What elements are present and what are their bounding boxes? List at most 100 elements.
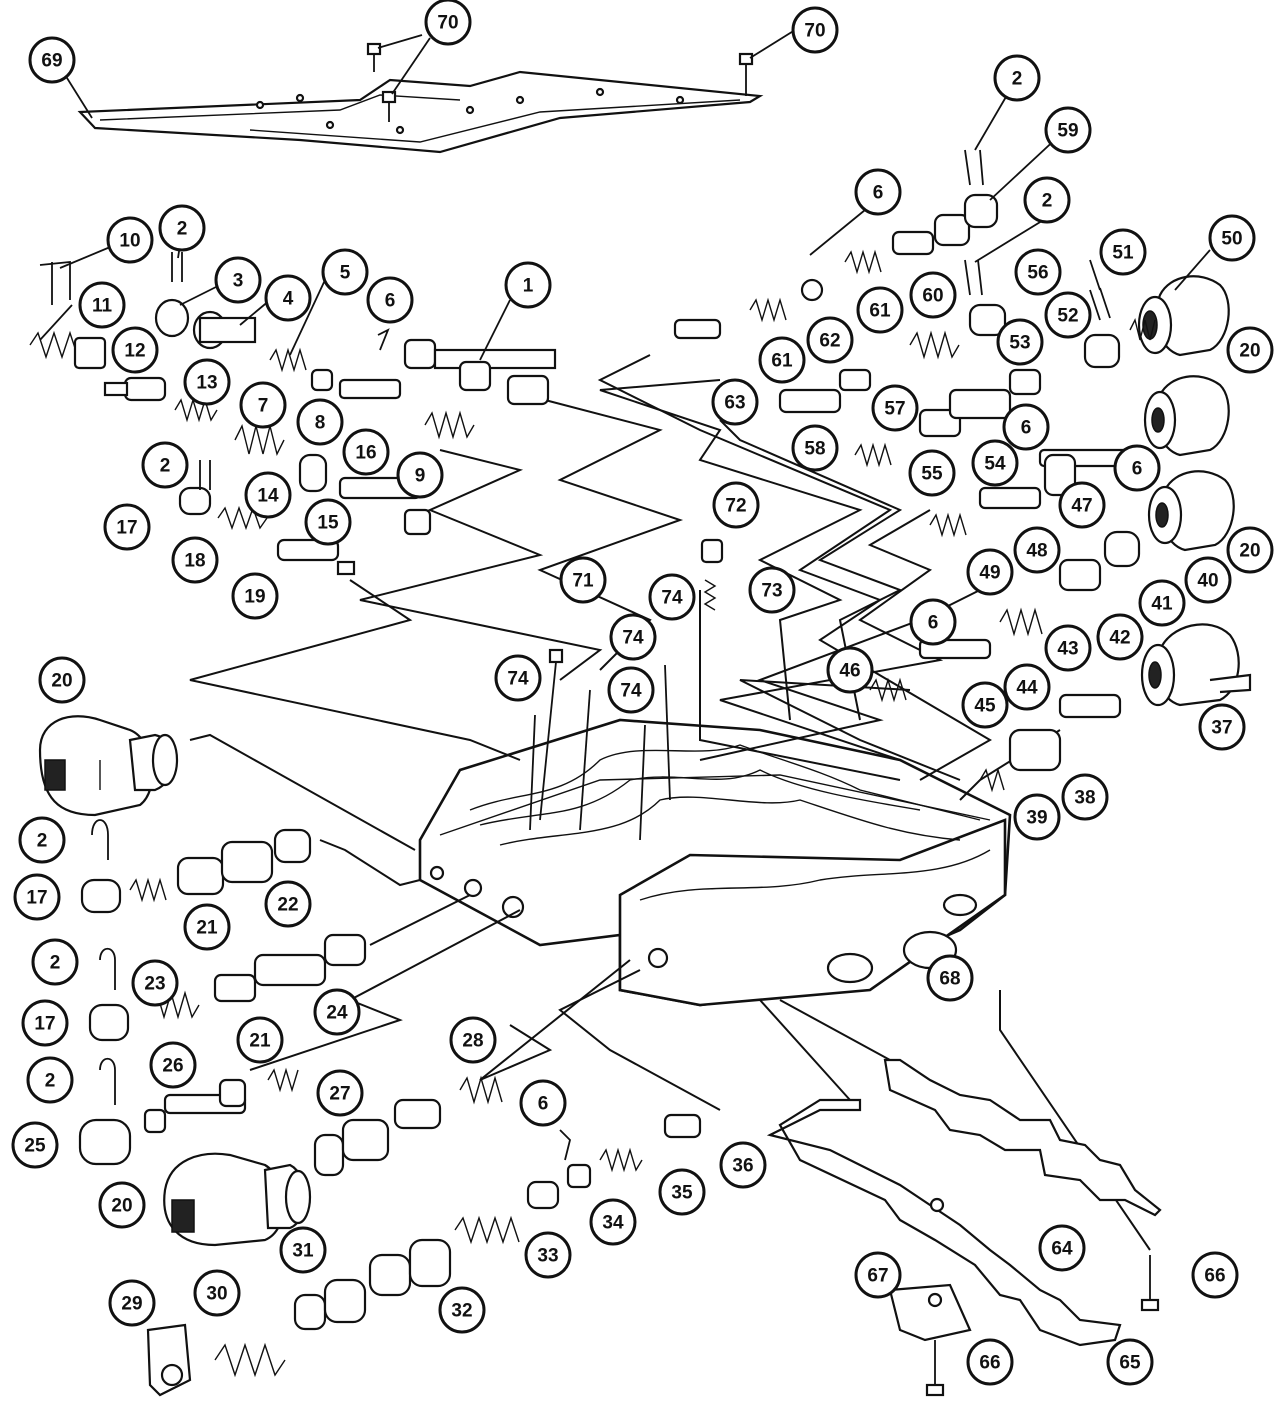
callout-number: 18 xyxy=(184,551,205,572)
callout-26: 26 xyxy=(149,1041,197,1089)
valve-spool xyxy=(566,1113,702,1189)
callout-circle xyxy=(1013,793,1061,841)
callout-37: 37 xyxy=(1198,703,1246,751)
callout-number: 72 xyxy=(725,496,746,517)
callout-number: 52 xyxy=(1057,306,1078,327)
callout-56: 56 xyxy=(1014,248,1062,296)
callout-48: 48 xyxy=(1013,526,1061,574)
callout-number: 66 xyxy=(979,1353,1000,1374)
callout-number: 45 xyxy=(974,696,996,717)
clip xyxy=(99,947,116,990)
spring xyxy=(909,330,960,360)
callout-number: 20 xyxy=(51,671,72,692)
callout-circle xyxy=(13,873,61,921)
callout-1: 1 xyxy=(504,261,552,309)
callout-17: 17 xyxy=(13,873,61,921)
callout-circle xyxy=(321,248,369,296)
callout-number: 74 xyxy=(622,628,644,649)
callout-30: 30 xyxy=(193,1269,241,1317)
callout-13: 13 xyxy=(183,358,231,406)
plug xyxy=(968,303,1007,337)
callout-52: 52 xyxy=(1044,291,1092,339)
callout-circle xyxy=(993,54,1041,102)
valve-spool xyxy=(918,368,1042,438)
plug xyxy=(1083,333,1121,369)
callout-67: 67 xyxy=(854,1251,902,1299)
callout-47: 47 xyxy=(1058,481,1106,529)
callout-number: 31 xyxy=(292,1241,314,1262)
valve-spool xyxy=(310,368,402,400)
valve-spool xyxy=(313,1098,442,1177)
spring xyxy=(854,442,892,468)
callout-circle xyxy=(791,6,839,54)
callout-number: 58 xyxy=(804,439,825,460)
callout-number: 10 xyxy=(119,231,140,252)
spring xyxy=(599,1147,643,1173)
plate-bolt xyxy=(381,90,397,122)
callout-number: 2 xyxy=(45,1071,56,1092)
callout-6: 6 xyxy=(909,598,957,646)
callout-circle xyxy=(826,646,874,694)
callout-29: 29 xyxy=(108,1279,156,1327)
callout-circle xyxy=(854,168,902,216)
callout-number: 4 xyxy=(283,289,294,310)
callout-61: 61 xyxy=(758,336,806,384)
callout-circle xyxy=(296,398,344,446)
callout-number: 68 xyxy=(939,969,960,990)
callout-circle xyxy=(966,548,1014,596)
callout-number: 55 xyxy=(921,464,943,485)
callout-number: 50 xyxy=(1221,229,1242,250)
callout-circle xyxy=(1013,526,1061,574)
callout-circle xyxy=(712,481,760,529)
callout-8: 8 xyxy=(296,398,344,446)
callout-number: 11 xyxy=(92,296,113,317)
callout-circle xyxy=(141,441,189,489)
callout-6: 6 xyxy=(854,168,902,216)
callout-circle xyxy=(171,536,219,584)
callout-number: 64 xyxy=(1051,1239,1073,1260)
callout-number: 17 xyxy=(34,1014,55,1035)
callout-51: 51 xyxy=(1099,228,1147,276)
callout-61: 61 xyxy=(856,286,904,334)
callout-circle xyxy=(149,1041,197,1089)
callout-66: 66 xyxy=(966,1338,1014,1386)
callout-number: 39 xyxy=(1026,808,1047,829)
callout-number: 71 xyxy=(572,571,594,592)
valve-spool xyxy=(403,338,557,406)
callout-circle xyxy=(1038,1224,1086,1272)
callout-number: 6 xyxy=(873,183,884,204)
callout-circle xyxy=(607,666,655,714)
callout-number: 44 xyxy=(1016,678,1038,699)
callout-circle xyxy=(264,880,312,928)
callout-number: 15 xyxy=(317,513,339,534)
callout-circle xyxy=(1138,579,1186,627)
shift-solenoid xyxy=(38,715,179,817)
callout-circle xyxy=(1198,703,1246,751)
callout-circle xyxy=(1023,176,1071,224)
callout-54: 54 xyxy=(971,439,1019,487)
callout-circle xyxy=(758,336,806,384)
callout-circle xyxy=(1003,663,1051,711)
callout-49: 49 xyxy=(966,548,1014,596)
callout-number: 21 xyxy=(196,918,218,939)
valve-body-housing xyxy=(418,718,1012,1007)
callout-64: 64 xyxy=(1038,1224,1086,1272)
callout-41: 41 xyxy=(1138,579,1186,627)
callout-circle xyxy=(1106,1338,1154,1386)
pin xyxy=(377,328,390,351)
callout-5: 5 xyxy=(321,248,369,296)
callout-10: 10 xyxy=(106,216,154,264)
callout-number: 74 xyxy=(620,681,642,702)
callout-circle xyxy=(926,954,974,1002)
callout-number: 69 xyxy=(41,51,62,72)
callout-number: 47 xyxy=(1071,496,1092,517)
callout-20: 20 xyxy=(38,656,86,704)
callout-circle xyxy=(106,216,154,264)
callout-circle xyxy=(424,0,472,46)
spring xyxy=(29,330,107,370)
callout-circle xyxy=(183,358,231,406)
callout-number: 2 xyxy=(1042,191,1053,212)
callout-34: 34 xyxy=(589,1198,637,1246)
callout-53: 53 xyxy=(996,318,1044,366)
callout-number: 2 xyxy=(1012,69,1023,90)
